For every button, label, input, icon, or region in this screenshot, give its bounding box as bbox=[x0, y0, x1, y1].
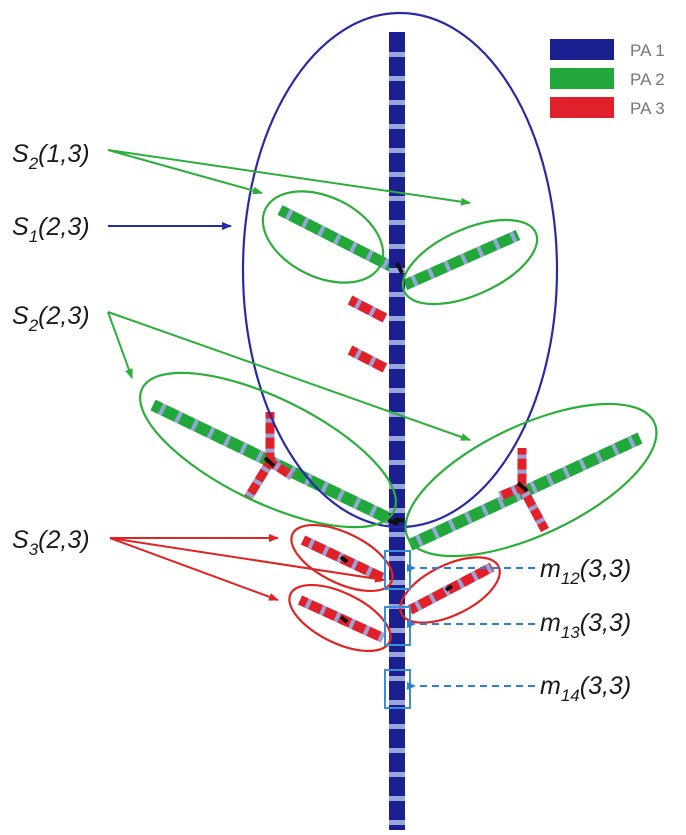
grouping-outlines bbox=[139, 11, 658, 709]
pa3-branch-left-side-bands bbox=[267, 458, 295, 480]
main-stem-band bbox=[389, 364, 405, 369]
main-stem-band bbox=[389, 700, 405, 705]
s2-1-3-ellipse-right bbox=[401, 218, 539, 306]
branch-node bbox=[339, 555, 349, 564]
pa3-branch-right-side-body bbox=[498, 482, 524, 501]
s2-2-3-ellipse-left bbox=[139, 371, 397, 529]
main-stem-band bbox=[389, 724, 405, 729]
main-stem-band bbox=[389, 316, 405, 321]
main-stem-band bbox=[389, 676, 405, 681]
s1-grouping-ellipse bbox=[241, 11, 559, 529]
main-stem-band bbox=[389, 244, 405, 249]
pa2-branch-upper-left-bands bbox=[277, 205, 401, 275]
branch-node bbox=[395, 262, 404, 274]
main-stem-band bbox=[389, 268, 405, 273]
main-stem-band bbox=[389, 172, 405, 177]
branch-node bbox=[339, 615, 349, 624]
s3-2-3-ellipse-2 bbox=[399, 556, 501, 624]
s3-2-3-ellipse-1 bbox=[290, 523, 394, 593]
branch-nodes bbox=[263, 262, 529, 624]
legend: PA 1 PA 2 PA 3 bbox=[550, 39, 665, 118]
legend-label-pa2: PA 2 bbox=[630, 70, 665, 89]
s3-2-3-ellipse-3 bbox=[288, 583, 392, 653]
main-stem-band bbox=[389, 340, 405, 345]
main-stem-band bbox=[389, 508, 405, 513]
pa3-branch-right-side bbox=[498, 482, 524, 501]
branch-node bbox=[516, 481, 529, 493]
main-stem-band bbox=[389, 196, 405, 201]
main-stem-band bbox=[389, 52, 405, 57]
main-stem-band bbox=[389, 532, 405, 537]
main-stem-band bbox=[389, 436, 405, 441]
pa3-branch-right-down bbox=[518, 484, 549, 533]
legend-swatch-pa3 bbox=[550, 97, 614, 118]
legend-swatch-pa1 bbox=[550, 39, 614, 60]
main-stem-pa1 bbox=[389, 32, 405, 830]
pa3-branch-short-1 bbox=[347, 295, 388, 323]
pa3-branch-short-2 bbox=[347, 345, 388, 373]
arrow-s2-1-3-right bbox=[107, 149, 471, 206]
legend-label-pa1: PA 1 bbox=[630, 41, 665, 60]
label-s3-2-3: S3(2,3) bbox=[12, 526, 90, 559]
s2-2-3-ellipse-right bbox=[404, 402, 658, 558]
label-m13-3-3: m13(3,3) bbox=[540, 609, 631, 642]
branch-node bbox=[444, 584, 454, 592]
pa3-branch-right-down-bands bbox=[518, 484, 549, 533]
main-stem-band bbox=[389, 652, 405, 657]
label-m14-3-3: m14(3,3) bbox=[540, 672, 631, 705]
main-stem-band bbox=[389, 460, 405, 465]
label-s1-2-3: S1(2,3) bbox=[12, 213, 90, 246]
main-stem-band bbox=[389, 484, 405, 489]
main-stem-band bbox=[389, 220, 405, 225]
main-stem-band bbox=[389, 292, 405, 297]
pa3-branch-short-2-body bbox=[347, 345, 388, 373]
main-stem-band bbox=[389, 124, 405, 129]
main-stem-band bbox=[389, 628, 405, 633]
branch-node bbox=[263, 456, 276, 468]
label-s2-2-3: S2(2,3) bbox=[12, 302, 90, 335]
pa3-branch-left-down bbox=[244, 459, 274, 501]
annotation-arrows bbox=[107, 149, 535, 690]
main-stem-band bbox=[389, 796, 405, 801]
branch-node bbox=[387, 518, 399, 526]
arrow-s2-1-3-left bbox=[107, 149, 263, 195]
main-stem-band bbox=[389, 748, 405, 753]
main-stem-band bbox=[389, 580, 405, 585]
legend-label-pa3: PA 3 bbox=[630, 99, 665, 118]
pa2-branch-upper-right-body bbox=[402, 229, 521, 291]
arrow-s2-2-3-right bbox=[107, 311, 471, 441]
s2-1-3-ellipse-left bbox=[261, 190, 385, 284]
pa3-branch-left-down-bands bbox=[244, 459, 274, 501]
main-stem-band bbox=[389, 772, 405, 777]
pa2-branch-upper-left bbox=[277, 205, 401, 275]
main-stem-band bbox=[389, 820, 405, 825]
label-s2-1-3: S2(1,3) bbox=[12, 140, 90, 173]
pa3-branch-short-1-body bbox=[347, 295, 388, 323]
legend-swatch-pa2 bbox=[550, 68, 614, 89]
main-stem-band bbox=[389, 556, 405, 561]
pa3-branch-left-down-body bbox=[244, 459, 274, 501]
label-m12-3-3: m12(3,3) bbox=[540, 555, 631, 588]
main-stem-band bbox=[389, 148, 405, 153]
main-stem-band bbox=[389, 100, 405, 105]
arrow-s2-2-3-left bbox=[107, 311, 133, 379]
main-stem-band bbox=[389, 388, 405, 393]
arrow-s3-2-3-3 bbox=[109, 537, 279, 601]
arrow-s3-2-3-2 bbox=[109, 537, 385, 583]
main-stem-band bbox=[389, 76, 405, 81]
pa3-branch-lower-1-bands bbox=[300, 535, 386, 583]
plant-branches bbox=[150, 205, 643, 643]
pa2-branch-upper-right bbox=[402, 229, 521, 291]
